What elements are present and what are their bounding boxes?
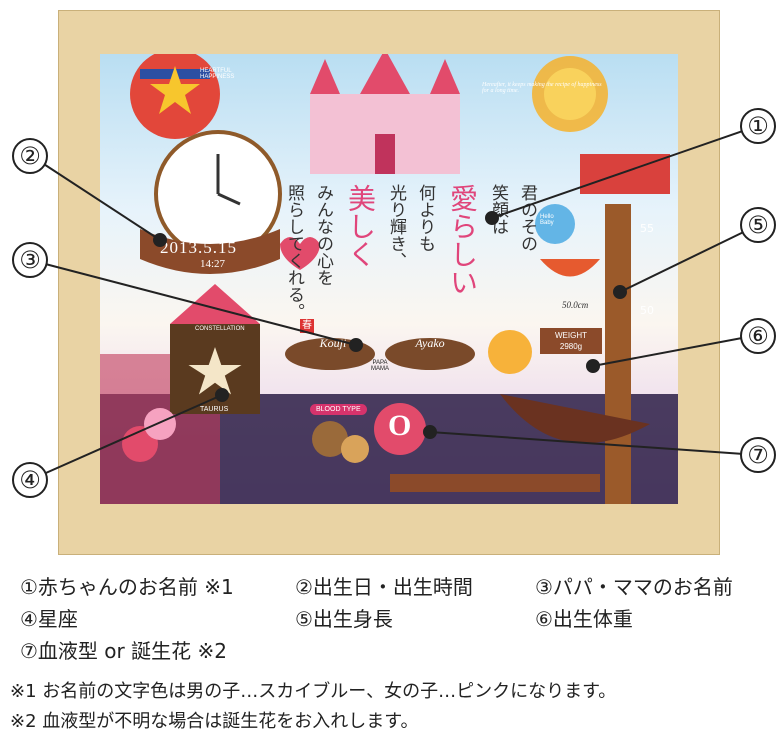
poem-line: 照らしてくれる。 bbox=[284, 184, 304, 320]
papa-mama-label: PAPA MAMA bbox=[371, 360, 389, 372]
poem-line-baby-name: 美しく bbox=[344, 184, 377, 268]
birth-time: 14:27 bbox=[200, 258, 226, 270]
stamp: 春 bbox=[300, 319, 314, 333]
blood-type-label: BLOOD TYPE bbox=[310, 404, 367, 415]
height-unit: cm bbox=[577, 300, 589, 310]
note-1: ※1 お名前の文字色は男の子…スカイブルー、女の子…ピンクになります。 bbox=[10, 681, 617, 702]
legend-item: ②出生日・出生時間 bbox=[295, 575, 473, 599]
weight-unit: g bbox=[577, 342, 583, 351]
legend-item: ④星座 bbox=[20, 607, 78, 631]
marker-2: ② bbox=[12, 138, 48, 174]
weight-tag: WEIGHT 2980g bbox=[540, 328, 602, 354]
legend-item: ⑤出生身長 bbox=[295, 607, 393, 631]
mama-name: Ayako bbox=[415, 336, 445, 350]
marker-7: ⑦ bbox=[740, 437, 776, 473]
poem: 君のその 笑顔は 愛らしい 何よりも 光り輝き、 美しく みんなの心を 照らして… bbox=[282, 184, 540, 349]
constellation-label: CONSTELLATION bbox=[195, 326, 245, 332]
weight-number: 2980 bbox=[559, 342, 578, 351]
legend-item: ①赤ちゃんのお名前 ※1 bbox=[20, 575, 234, 599]
marker-5: ⑤ bbox=[740, 207, 776, 243]
marker-6: ⑥ bbox=[740, 318, 776, 354]
legend-row-1: ①赤ちゃんのお名前 ※1 ②出生日・出生時間 ③パパ・ママのお名前 bbox=[20, 572, 733, 602]
legend-item: ⑦血液型 or 誕生花 ※2 bbox=[20, 639, 227, 663]
marker-4: ④ bbox=[12, 462, 48, 498]
marker-3: ③ bbox=[12, 242, 48, 278]
legend-row-2: ④星座 ⑤出生身長 ⑥出生体重 bbox=[20, 604, 633, 634]
birth-date: 2013.5.15 bbox=[160, 238, 237, 257]
constellation-name: TAURUS bbox=[200, 406, 229, 413]
note-2: ※2 血液型が不明な場合は誕生花をお入れします。 bbox=[10, 711, 419, 732]
poem-line: みんなの心を bbox=[313, 184, 333, 286]
ruler-mark: 55 bbox=[640, 222, 654, 235]
heartful-text: HEARTFUL HAPPINESS bbox=[200, 68, 235, 80]
poem-line-baby-name: 愛らしい bbox=[446, 184, 479, 296]
poem-line: 光り輝き、 bbox=[386, 184, 406, 269]
artwork-illustration: HEARTFUL HAPPINESS Hereafter, it keeps m… bbox=[100, 54, 678, 504]
ruler-mark: 50 bbox=[640, 304, 654, 317]
poem-line: 何よりも bbox=[415, 184, 435, 252]
marker-1: ① bbox=[740, 108, 776, 144]
balloon-text: Hello Baby bbox=[540, 214, 554, 226]
legend-item: ③パパ・ママのお名前 bbox=[535, 575, 733, 599]
poem-line: 君のその bbox=[517, 184, 537, 252]
weight-label: WEIGHT bbox=[555, 331, 587, 340]
blood-type-value: O bbox=[388, 409, 412, 442]
papa-name: Kouji bbox=[319, 336, 347, 350]
height-number: 50.0 bbox=[562, 300, 578, 310]
legend-item: ⑥出生体重 bbox=[535, 607, 633, 631]
legend-row-3: ⑦血液型 or 誕生花 ※2 bbox=[20, 636, 227, 666]
height-value: 50.0cm bbox=[562, 300, 588, 310]
sun-text: Hereafter, it keeps making the recipe of… bbox=[482, 82, 602, 94]
